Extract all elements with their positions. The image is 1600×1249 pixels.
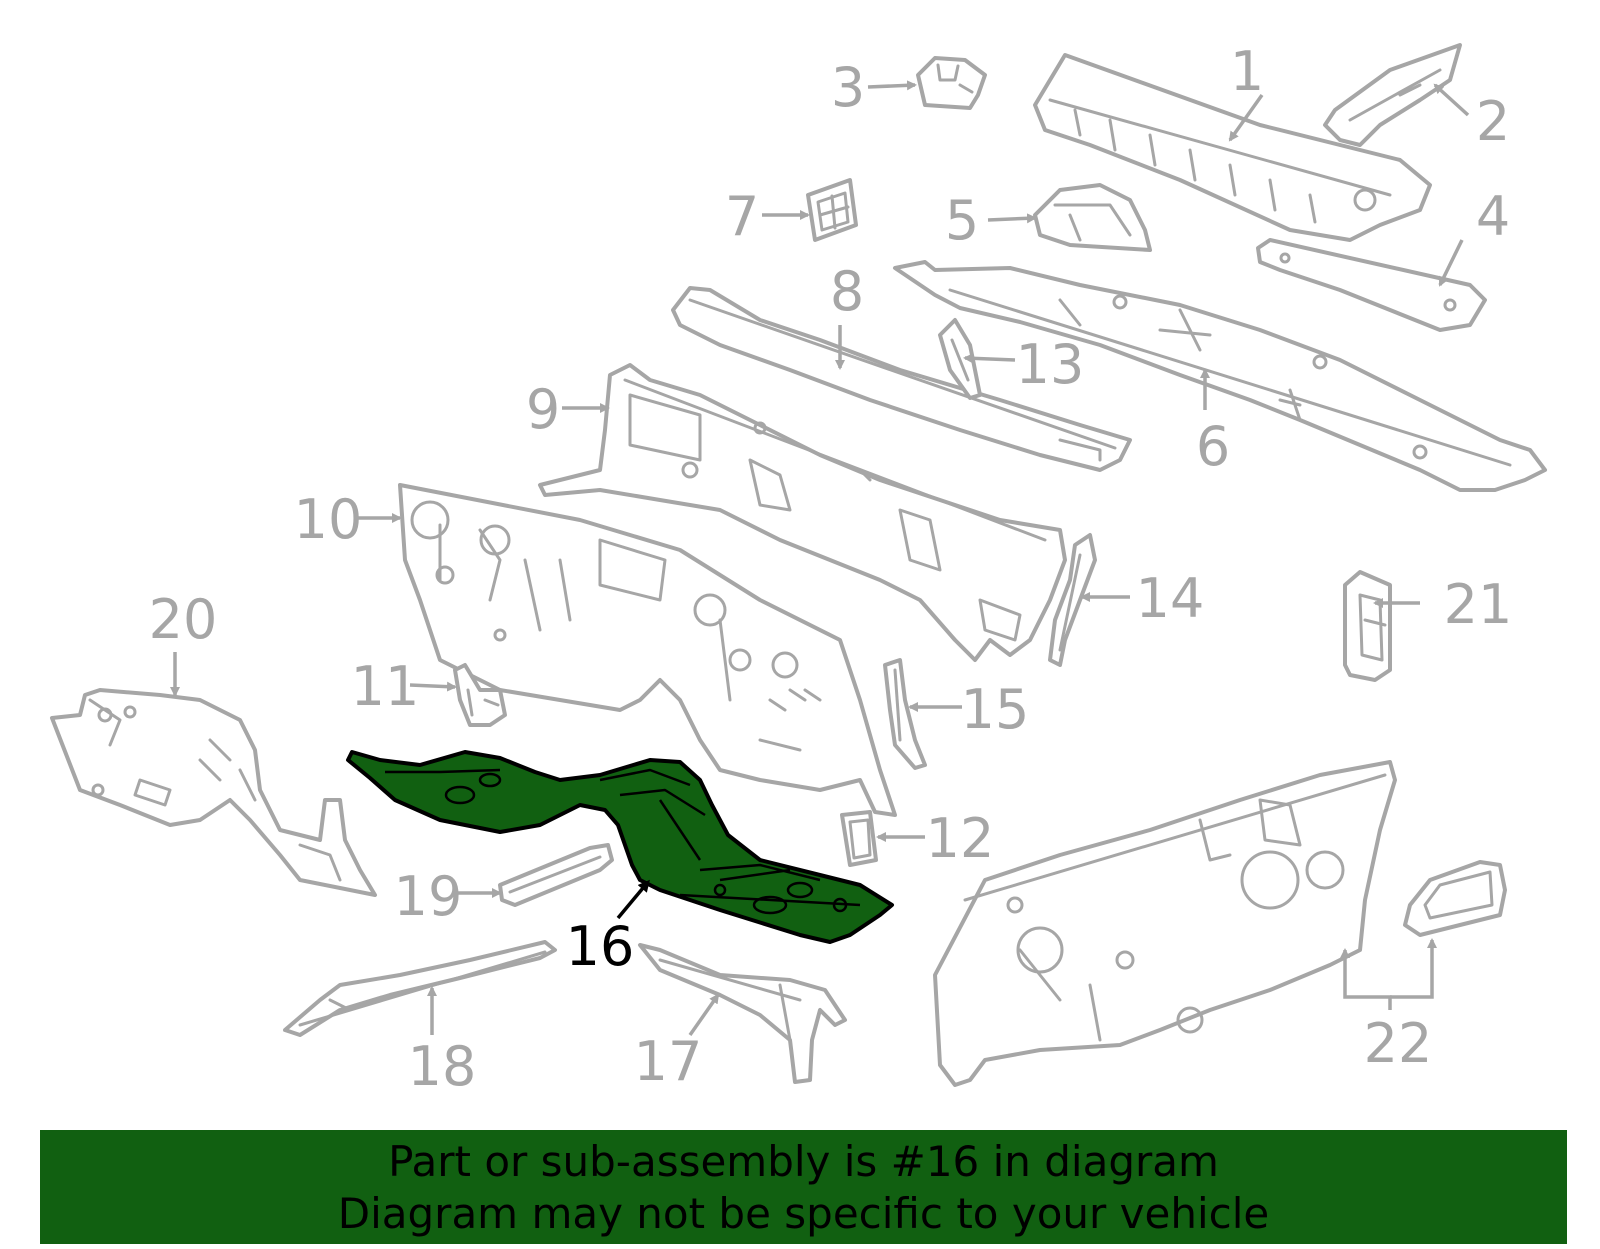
part-20-wheelhouse-panel — [50, 688, 377, 897]
callout-11: 11 — [351, 655, 420, 718]
part-15-bracket — [883, 658, 927, 770]
callout-12: 12 — [926, 807, 995, 870]
banner-line-1: Part or sub-assembly is #16 in diagram — [388, 1137, 1219, 1186]
callout-16-highlighted: 16 — [566, 915, 635, 978]
part-5-panel — [1033, 183, 1152, 252]
callout-20: 20 — [149, 588, 218, 651]
part-9-plenum-panel — [538, 363, 1067, 662]
callout-labels: 1 2 3 4 5 6 7 8 13 9 10 14 21 20 11 15 1… — [149, 40, 1513, 1098]
callout-8: 8 — [830, 260, 864, 323]
callout-19: 19 — [394, 865, 463, 928]
callout-3: 3 — [831, 56, 865, 119]
part-11-bracket — [453, 663, 507, 727]
part-4-reinforcement — [1256, 238, 1487, 332]
callout-7: 7 — [725, 185, 759, 248]
callout-14: 14 — [1136, 567, 1205, 630]
part-12-bracket — [840, 810, 878, 867]
callout-1: 1 — [1230, 40, 1264, 103]
part-1-cowl-vent-panel — [1033, 53, 1432, 242]
part-19-rail — [498, 843, 614, 907]
part-10-dash-panel — [398, 483, 897, 817]
part-8-dash-top-panel — [671, 286, 1132, 472]
callout-5: 5 — [945, 189, 979, 252]
part-7-grommet — [806, 178, 858, 242]
leader-lines — [170, 80, 1470, 1037]
callout-13: 13 — [1016, 333, 1085, 396]
callout-4: 4 — [1476, 185, 1510, 248]
callout-21: 21 — [1444, 573, 1513, 636]
part-14-brace — [1048, 533, 1097, 667]
part-22-instrument-panel — [933, 760, 1397, 1087]
part-3-bracket — [916, 56, 987, 110]
part-17-rocker-brace — [638, 943, 847, 1084]
part-22-bracket — [1403, 860, 1507, 937]
callout-2: 2 — [1476, 90, 1510, 153]
part-21-bracket — [1343, 570, 1392, 682]
parts-diagram: 1 2 3 4 5 6 7 8 13 9 10 14 21 20 11 15 1… — [50, 40, 1547, 1098]
callout-9: 9 — [526, 378, 560, 441]
part-18-sill-rail — [283, 940, 557, 1037]
callout-6: 6 — [1196, 415, 1230, 478]
callout-15: 15 — [961, 678, 1030, 741]
part-16-floor-pan-highlighted — [346, 750, 894, 944]
info-banner: Part or sub-assembly is #16 in diagram D… — [40, 1130, 1567, 1244]
callout-10: 10 — [294, 488, 363, 551]
part-6-cowl-panel — [893, 260, 1547, 492]
callout-17: 17 — [634, 1030, 703, 1093]
callout-18: 18 — [408, 1035, 477, 1098]
banner-line-2: Diagram may not be specific to your vehi… — [337, 1189, 1270, 1238]
part-2-bracket — [1323, 43, 1462, 147]
part-13-bracket — [938, 318, 982, 400]
callout-22: 22 — [1364, 1012, 1433, 1075]
